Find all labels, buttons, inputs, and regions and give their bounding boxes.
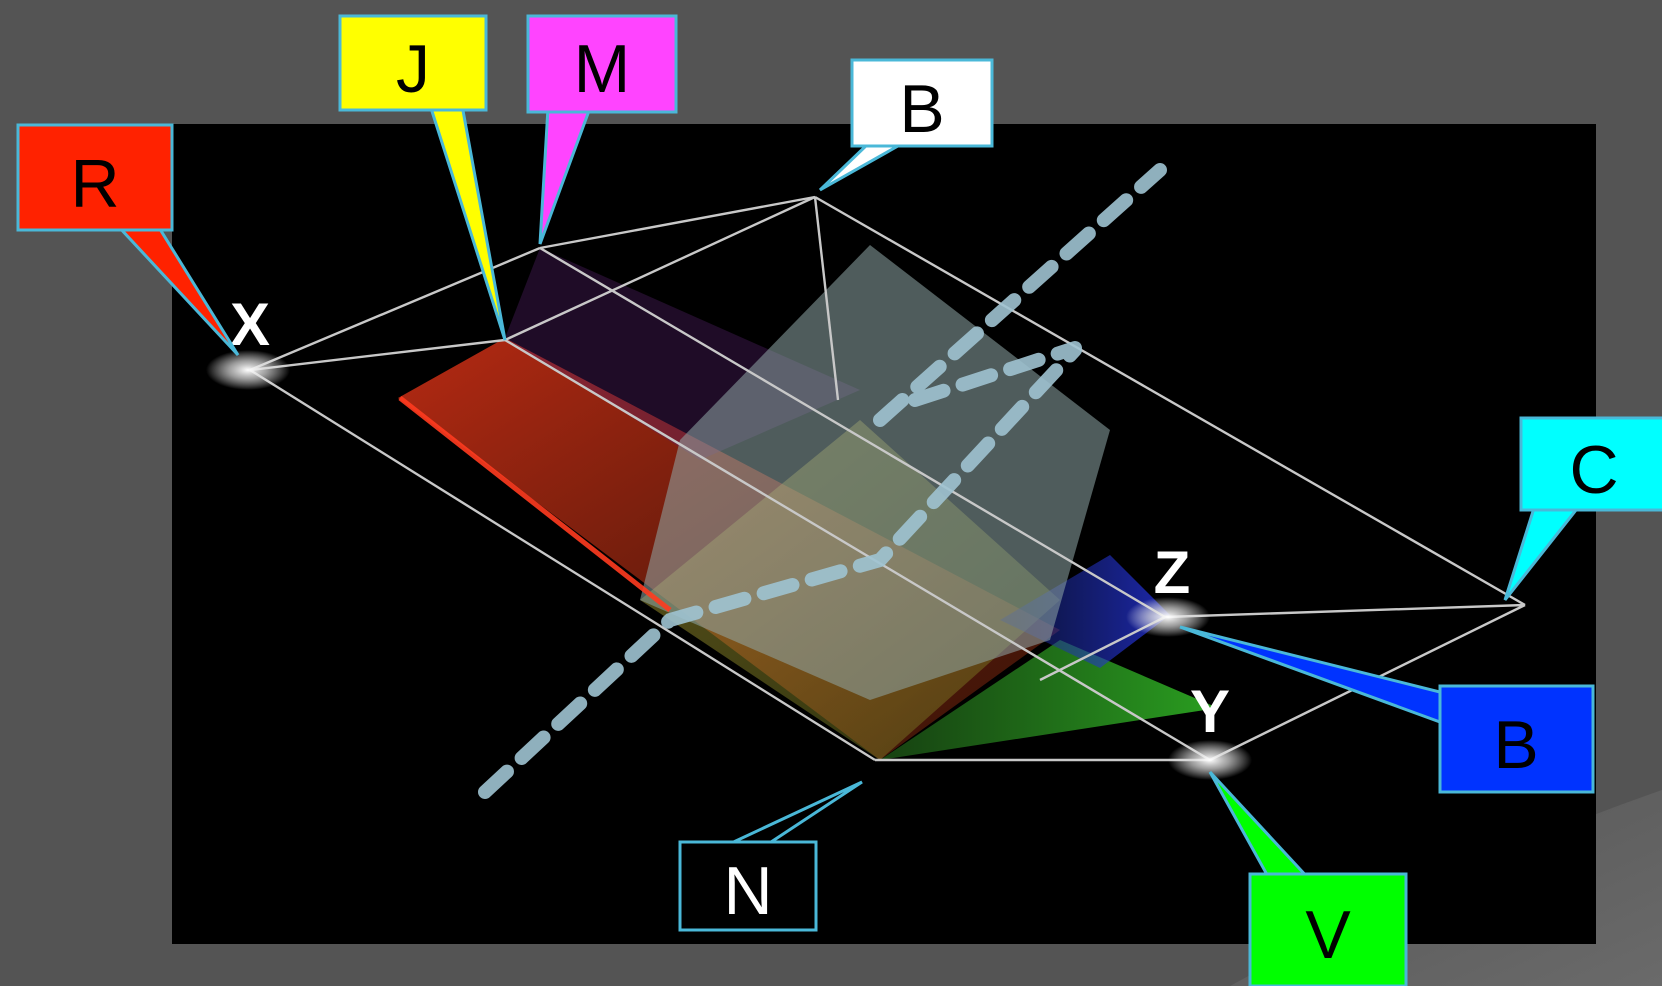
edge-blue-cyan (1164, 603, 1526, 619)
callout-red-box (16, 123, 174, 232)
callout-black-box (678, 840, 818, 932)
callout-yellow-letter: J (396, 31, 430, 107)
callout-yellow-box (338, 14, 488, 112)
callout-white-letter: B (899, 71, 944, 147)
edge-yellow-white (504, 195, 816, 342)
callout-yellow: J (338, 14, 507, 341)
callout-magenta-letter: M (574, 31, 631, 107)
edge-magenta-blue (539, 246, 1166, 619)
y-point-glow (1168, 740, 1252, 780)
callout-blue-box (1438, 684, 1595, 794)
axis-x-label: X (230, 291, 270, 358)
callout-green-box (1248, 872, 1408, 986)
dashed-axes (478, 163, 1167, 799)
callouts: R J M B C B (16, 14, 1662, 986)
gray-cube (640, 245, 1110, 700)
red-edge (398, 396, 672, 612)
edge-white-center (813, 196, 840, 401)
callout-red: R (16, 123, 240, 357)
dashed-axis-short (908, 341, 1082, 407)
gamut-surfaces (398, 245, 1218, 760)
edge-yellow-green (504, 338, 1211, 762)
callout-cyan: C (1503, 416, 1662, 601)
x-point-glow (206, 350, 290, 390)
z-point-glow (1126, 597, 1210, 637)
callout-black-letter: N (723, 853, 772, 929)
callout-white-box (850, 58, 994, 148)
callout-white: B (818, 58, 994, 192)
green-face (880, 640, 1218, 760)
edge-magenta-white (539, 195, 816, 250)
callout-green-letter: V (1305, 897, 1351, 973)
callout-black: N (678, 780, 863, 932)
callout-cyan-letter: C (1569, 432, 1618, 508)
dashed-axis-diagonal (873, 163, 1167, 427)
axis-z-label: Z (1154, 539, 1191, 606)
edge-x-black (249, 368, 876, 762)
callout-blue-letter: B (1493, 707, 1538, 783)
edge-white-cyan (814, 195, 1526, 607)
callout-magenta: M (526, 14, 678, 245)
callout-cyan-box (1519, 416, 1662, 512)
edge-x-yellow (249, 338, 506, 372)
axis-glows (206, 350, 1252, 780)
callout-red-letter: R (70, 146, 119, 222)
callout-green: V (1208, 770, 1408, 986)
callout-blue: B (1179, 625, 1595, 794)
callout-magenta-box (526, 14, 678, 114)
dashed-axis-main (478, 343, 1082, 799)
axis-y-label: Y (1190, 678, 1230, 745)
